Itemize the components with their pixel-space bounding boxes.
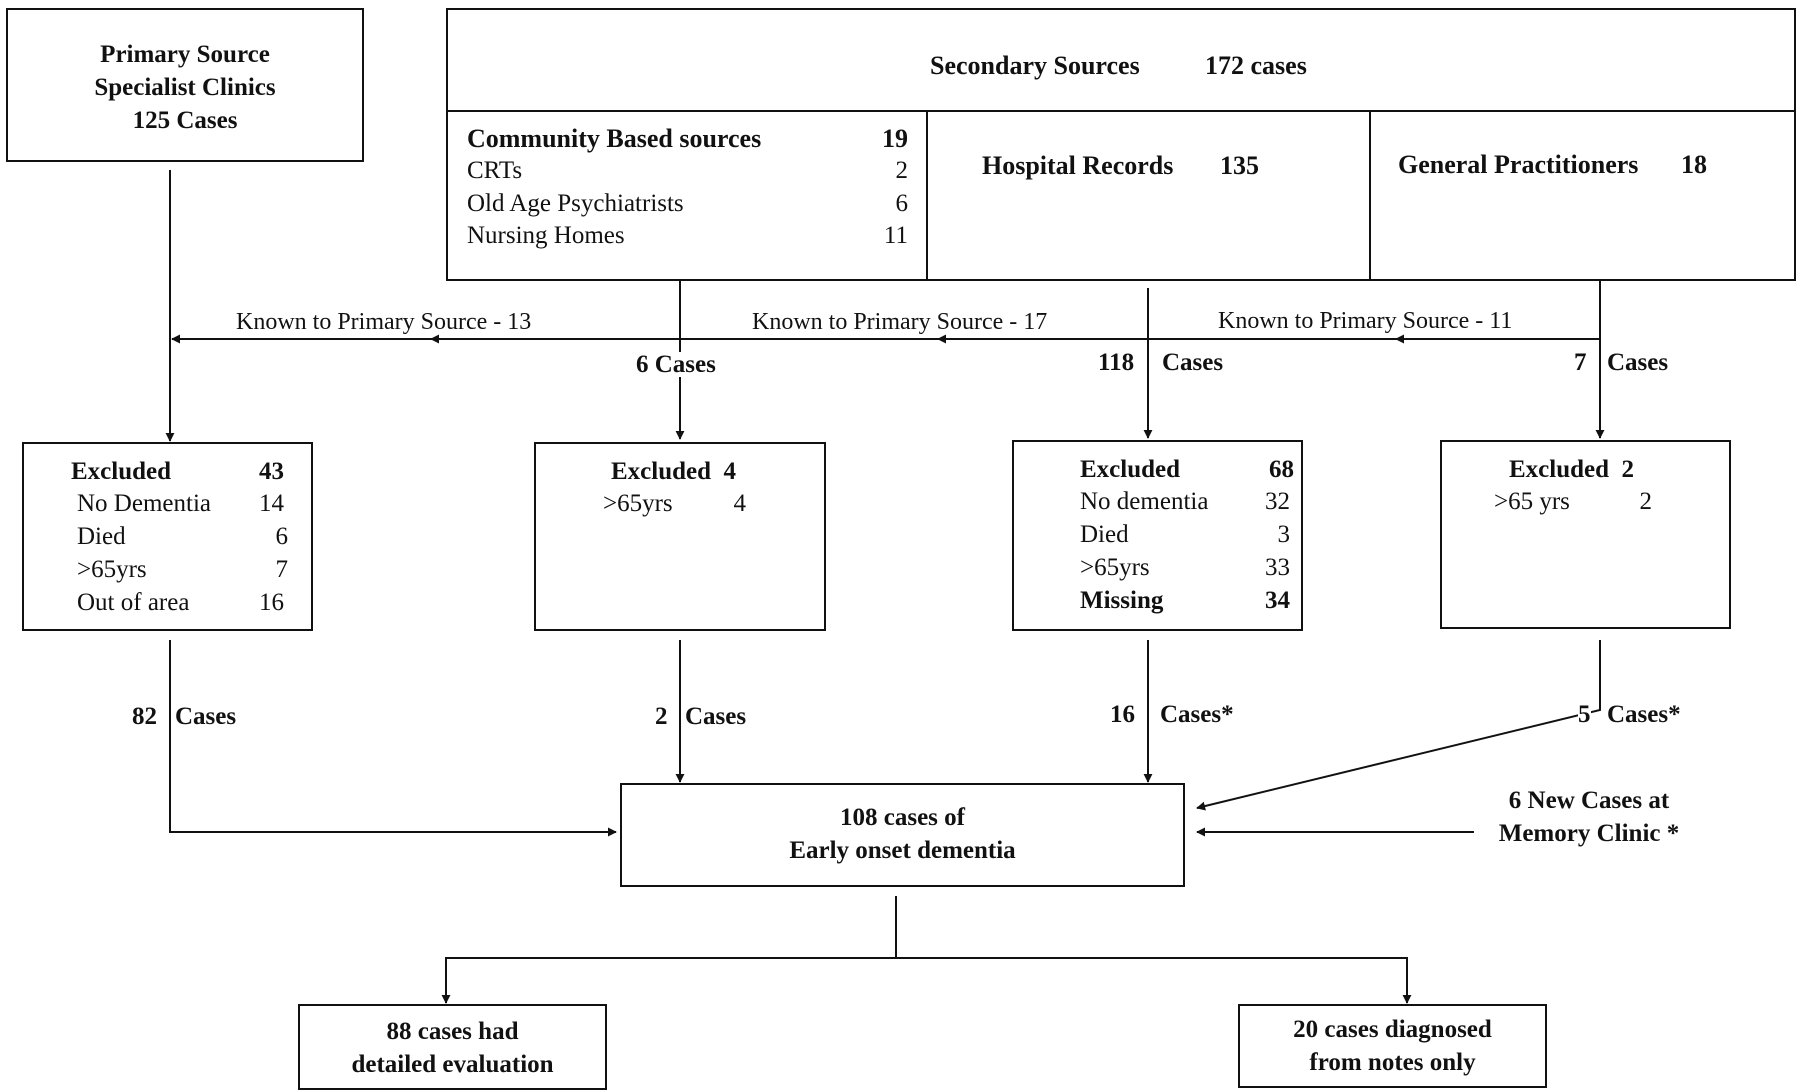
gp-remaining-num: 5 — [1578, 701, 1591, 728]
excluded-title: Excluded 2 — [1509, 456, 1635, 483]
memory-line-1: 6 New Cases at — [1508, 787, 1670, 814]
excluded-row-label: >65yrs — [77, 556, 147, 583]
excluded-missing-label: Missing — [1080, 587, 1164, 614]
gp-to-final-line — [1196, 640, 1601, 811]
secondary-col-divider-2 — [1369, 110, 1371, 279]
excluded-row-value: 2 — [1639, 488, 1653, 515]
primary-source-box: Primary Source Specialist Clinics 125 Ca… — [6, 8, 364, 162]
notes-line-1: 20 cases diagnosed — [1293, 1016, 1492, 1043]
primary-source-title: Primary Source Specialist Clinics 125 Ca… — [8, 38, 362, 137]
hospital-title: Hospital Records — [982, 151, 1174, 180]
community-total: 19 — [882, 124, 908, 153]
final-cases-box: 108 cases of Early onset dementia — [620, 783, 1185, 887]
notes-only-text: 20 cases diagnosed from notes only — [1240, 1013, 1545, 1079]
detailed-evaluation-text: 88 cases had detailed evaluation — [300, 1015, 605, 1081]
memory-clinic-label: 6 New Cases at Memory Clinic * — [1478, 784, 1700, 850]
community-row-label: Nursing Homes — [467, 222, 625, 249]
split-right-line — [896, 957, 1412, 1004]
excluded-row-label: >65yrs — [1080, 554, 1150, 581]
primary-to-final-line — [169, 640, 617, 837]
community-remaining-word: Cases — [685, 703, 747, 730]
primary-remaining-num: 82 — [132, 703, 157, 730]
excluded-row-label: Out of area — [77, 589, 190, 616]
detailed-line-2: detailed evaluation — [351, 1051, 554, 1078]
excluded-box-community: Excluded 4 >65yrs 4 — [534, 442, 826, 631]
primary-line-1: Primary Source — [100, 41, 270, 68]
community-cases-label: 6 Cases — [636, 351, 716, 378]
community-title: Community Based sources — [467, 124, 762, 153]
final-line-2: Early onset dementia — [789, 837, 1016, 864]
excluded-row-value: 6 — [275, 523, 289, 550]
community-row-label: Old Age Psychiatrists — [467, 190, 684, 217]
notes-line-2: from notes only — [1309, 1049, 1476, 1076]
community-row-label: CRTs — [467, 157, 523, 184]
hospital-total: 135 — [1220, 151, 1259, 180]
excluded-row-label: >65yrs — [603, 490, 673, 517]
excluded-missing-value: 34 — [1265, 587, 1290, 614]
excluded-row-value: 3 — [1277, 521, 1291, 548]
community-row-value: 2 — [895, 157, 909, 184]
gp-remaining-word: Cases* — [1607, 701, 1681, 728]
final-line-1: 108 cases of — [840, 804, 965, 831]
excluded-row-value: 4 — [733, 490, 747, 517]
primary-remaining-word: Cases — [175, 703, 237, 730]
excluded-row-label: >65 yrs — [1494, 488, 1570, 515]
primary-line-2: Specialist Clinics — [94, 74, 276, 101]
known-label-primary: Known to Primary Source - 13 — [236, 309, 532, 335]
gp-cases-word: Cases — [1607, 349, 1669, 376]
gp-cases-num: 7 — [1574, 349, 1587, 376]
excluded-box-hospital: Excluded 68 No dementia 32 Died 3 >65yrs… — [1012, 440, 1303, 631]
known-label-hospital: Known to Primary Source - 17 — [752, 309, 1048, 335]
gp-total: 18 — [1681, 150, 1707, 179]
excluded-box-gp: Excluded 2 >65 yrs 2 — [1440, 440, 1731, 629]
notes-only-box: 20 cases diagnosed from notes only — [1238, 1004, 1547, 1088]
secondary-col-divider-1 — [926, 110, 928, 279]
excluded-row-label: No dementia — [1080, 488, 1209, 515]
excluded-total: 43 — [259, 458, 284, 485]
excluded-row-value: 7 — [275, 556, 289, 583]
hospital-cases-num: 118 — [1098, 349, 1135, 376]
memory-line-2: Memory Clinic * — [1498, 820, 1680, 847]
hospital-cases-word: Cases — [1162, 349, 1224, 376]
excluded-total: 68 — [1269, 456, 1294, 483]
hospital-remaining-num: 16 — [1110, 701, 1135, 728]
community-row-value: 11 — [883, 222, 908, 249]
secondary-count: 172 cases — [1205, 51, 1307, 80]
detailed-evaluation-box: 88 cases had detailed evaluation — [298, 1004, 607, 1090]
primary-line-3: 125 Cases — [132, 107, 238, 134]
hospital-remaining-word: Cases* — [1160, 701, 1234, 728]
gp-title: General Practitioners — [1398, 150, 1639, 179]
excluded-row-value: 33 — [1265, 554, 1290, 581]
community-row-value: 6 — [895, 190, 909, 217]
secondary-header-divider — [448, 110, 1794, 112]
excluded-row-label: Died — [77, 523, 126, 550]
community-remaining-num: 2 — [655, 703, 668, 730]
excluded-row-label: No Dementia — [77, 490, 211, 517]
excluded-title: Excluded 4 — [611, 458, 737, 485]
excluded-row-value: 16 — [259, 589, 284, 616]
excluded-title: Excluded — [1080, 456, 1181, 483]
final-cases-text: 108 cases of Early onset dementia — [622, 801, 1183, 867]
excluded-box-primary: Excluded 43 No Dementia 14 Died 6 >65yrs… — [22, 442, 313, 631]
secondary-title: Secondary Sources — [930, 51, 1140, 80]
excluded-row-label: Died — [1080, 521, 1129, 548]
excluded-row-value: 32 — [1265, 488, 1290, 515]
excluded-row-value: 14 — [259, 490, 284, 517]
excluded-title: Excluded — [71, 458, 172, 485]
secondary-sources-box: Secondary Sources 172 cases Community Ba… — [446, 8, 1796, 281]
known-label-gp: Known to Primary Source - 11 — [1218, 308, 1513, 334]
detailed-line-1: 88 cases had — [386, 1018, 519, 1045]
split-left-line — [441, 957, 896, 1004]
